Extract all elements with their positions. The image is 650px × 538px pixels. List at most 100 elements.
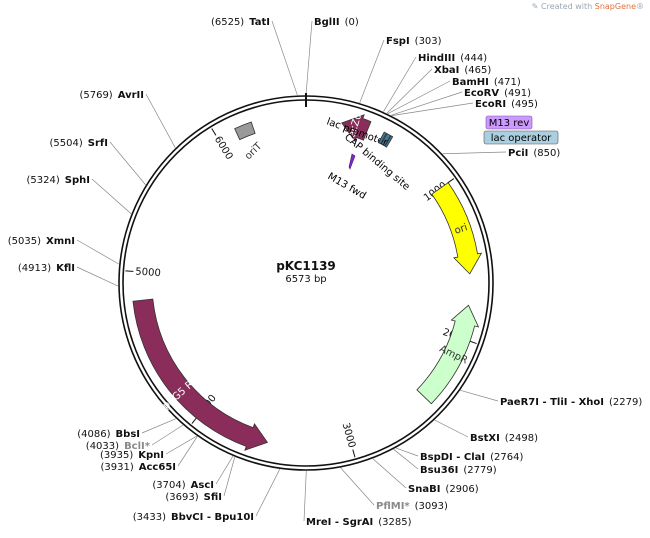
site-name: KflI [56,263,75,274]
site-leader-line [305,20,313,96]
feature-arrow [132,298,269,451]
site-name: BamHI [452,77,489,88]
site-bbvci-bpu10i[interactable]: (3433)BbvCI - Bpu10I [133,512,254,523]
site-name: SfiI [204,492,222,503]
feature-ori[interactable]: ori [431,182,483,275]
feature-ampr[interactable]: AmpR [416,304,480,405]
tick-mark [125,270,134,272]
site-ecorv[interactable]: EcoRV(491) [464,88,531,99]
site-position: (465) [464,65,491,76]
site-leader-line [340,467,375,506]
site-snabi[interactable]: SnaBI(2906) [408,484,479,495]
plasmid-length: 6573 bp [285,274,326,285]
feature-psg5-rep[interactable]: pSG5 Rep [132,298,269,451]
site-leader-line [393,449,419,470]
feature-arrow [341,114,372,143]
feature-box [378,131,387,145]
site-leader-line [109,141,146,186]
site-sphi[interactable]: (5324) SphI [27,175,90,186]
site-bamhi[interactable]: BamHI(471) [452,77,521,88]
site-leader-line [386,68,433,114]
site-bbsi[interactable]: (4086)BbsI [77,429,140,440]
site-kpni[interactable]: (3935)KpnI [100,450,164,461]
site-name: SnaBI [408,484,440,495]
site-ecori[interactable]: EcoRI (495) [475,99,538,110]
site-position: (850) [533,148,560,159]
site-name: SphI [65,175,90,186]
feature-label: ori [453,222,469,237]
site-name: FspI [386,36,410,47]
site-bsu36i[interactable]: Bsu36I(2779) [420,465,497,476]
feature-lac-operator[interactable]: lac operator [378,130,559,145]
feature-orit[interactable]: oriT [234,121,265,162]
tick-label: 6000 [212,134,235,161]
site-position: (2279) [609,397,642,408]
site-name: PaeR7I - TliI - XhoI [500,397,604,408]
site-leader-line [387,80,451,115]
feature-label: oriT [243,140,265,162]
feature-tag-box [485,115,533,130]
site-name: EcoRI [475,99,506,110]
site-name: Bsu36I [420,465,458,476]
site-fspi[interactable]: FspI (303) [386,36,442,47]
site-position: (3935) [100,450,133,461]
site-name: MreI - SgrAI [306,517,373,528]
site-xmni[interactable]: (5035) XmnI [8,236,75,247]
site-name: PciI [508,148,528,159]
site-kfli[interactable]: (4913)KflI [18,263,75,274]
site-position: (4033) [86,441,119,452]
site-leader-line [255,469,281,517]
feature-lacz[interactable]: lacZα [341,111,372,143]
feature-arrow [431,182,483,275]
site-asci[interactable]: (3704)AscI [152,480,214,491]
site-leader-line [372,458,407,489]
feature-m13-fwd[interactable]: M13 fwd [326,153,368,202]
site-hindiii[interactable]: HindIII (444) [418,53,487,64]
site-bstxi[interactable]: BstXI(2498) [470,433,538,444]
site-name: XmnI [46,236,75,247]
plasmid-name: pKC1139 [276,259,336,273]
site-name: Acc65I [139,462,176,473]
snapgene-credit: ✎ Created with SnapGene® [532,2,644,11]
primer-arrow [348,153,356,170]
site-leader-line [76,266,119,287]
feature-arrow [416,304,480,405]
site-leader-line [442,151,507,155]
site-leader-line [303,470,307,522]
tick-mark [211,128,217,136]
site-leader-line [177,436,198,467]
site-leader-line [271,20,298,96]
site-position: (444) [460,53,487,64]
site-acc65i[interactable]: (3931)Acc65I [101,462,177,473]
site-position: (2764) [490,452,523,463]
center-label: pKC1139 6573 bp [276,259,336,285]
site-name: AvrII [118,90,144,101]
feature-m13-rev[interactable]: M13 rev [485,115,533,130]
site-pflmi[interactable]: PflMI*(3093) [376,501,448,512]
site-position: (5035) [8,236,41,247]
site-sfii[interactable]: (3693)SfiI [165,492,222,503]
site-leader-line [383,56,417,112]
site-pcii[interactable]: PciI (850) [508,148,560,159]
site-bcli[interactable]: (4033)BclI* [86,441,151,452]
site-xbai[interactable]: XbaI(465) [434,65,491,76]
site-leader-line [460,390,499,402]
snapgene-logo-icon: ✎ [531,2,539,11]
site-bglii[interactable]: BglII(0) [314,17,359,28]
site-name: AscI [191,480,214,491]
site-position: (303) [415,36,442,47]
site-avrii[interactable]: (5769)AvrII [79,90,144,101]
site-name: HindIII [418,53,455,64]
site-leader-line [151,424,184,446]
site-position: (495) [511,99,538,110]
site-srfi[interactable]: (5504)SrfI [50,138,108,149]
site-tati[interactable]: (6525)TatI [211,17,270,28]
site-leader-line [395,447,419,457]
site-paer7i-tlii-xhoi[interactable]: PaeR7I - TliI - XhoI (2279) [500,397,642,408]
site-bspdi-clai[interactable]: BspDI - ClaI(2764) [420,452,523,463]
site-leader-line [434,419,469,438]
site-position: (5324) [27,175,60,186]
site-mrei-sgrai[interactable]: MreI - SgrAI(3285) [306,517,412,528]
